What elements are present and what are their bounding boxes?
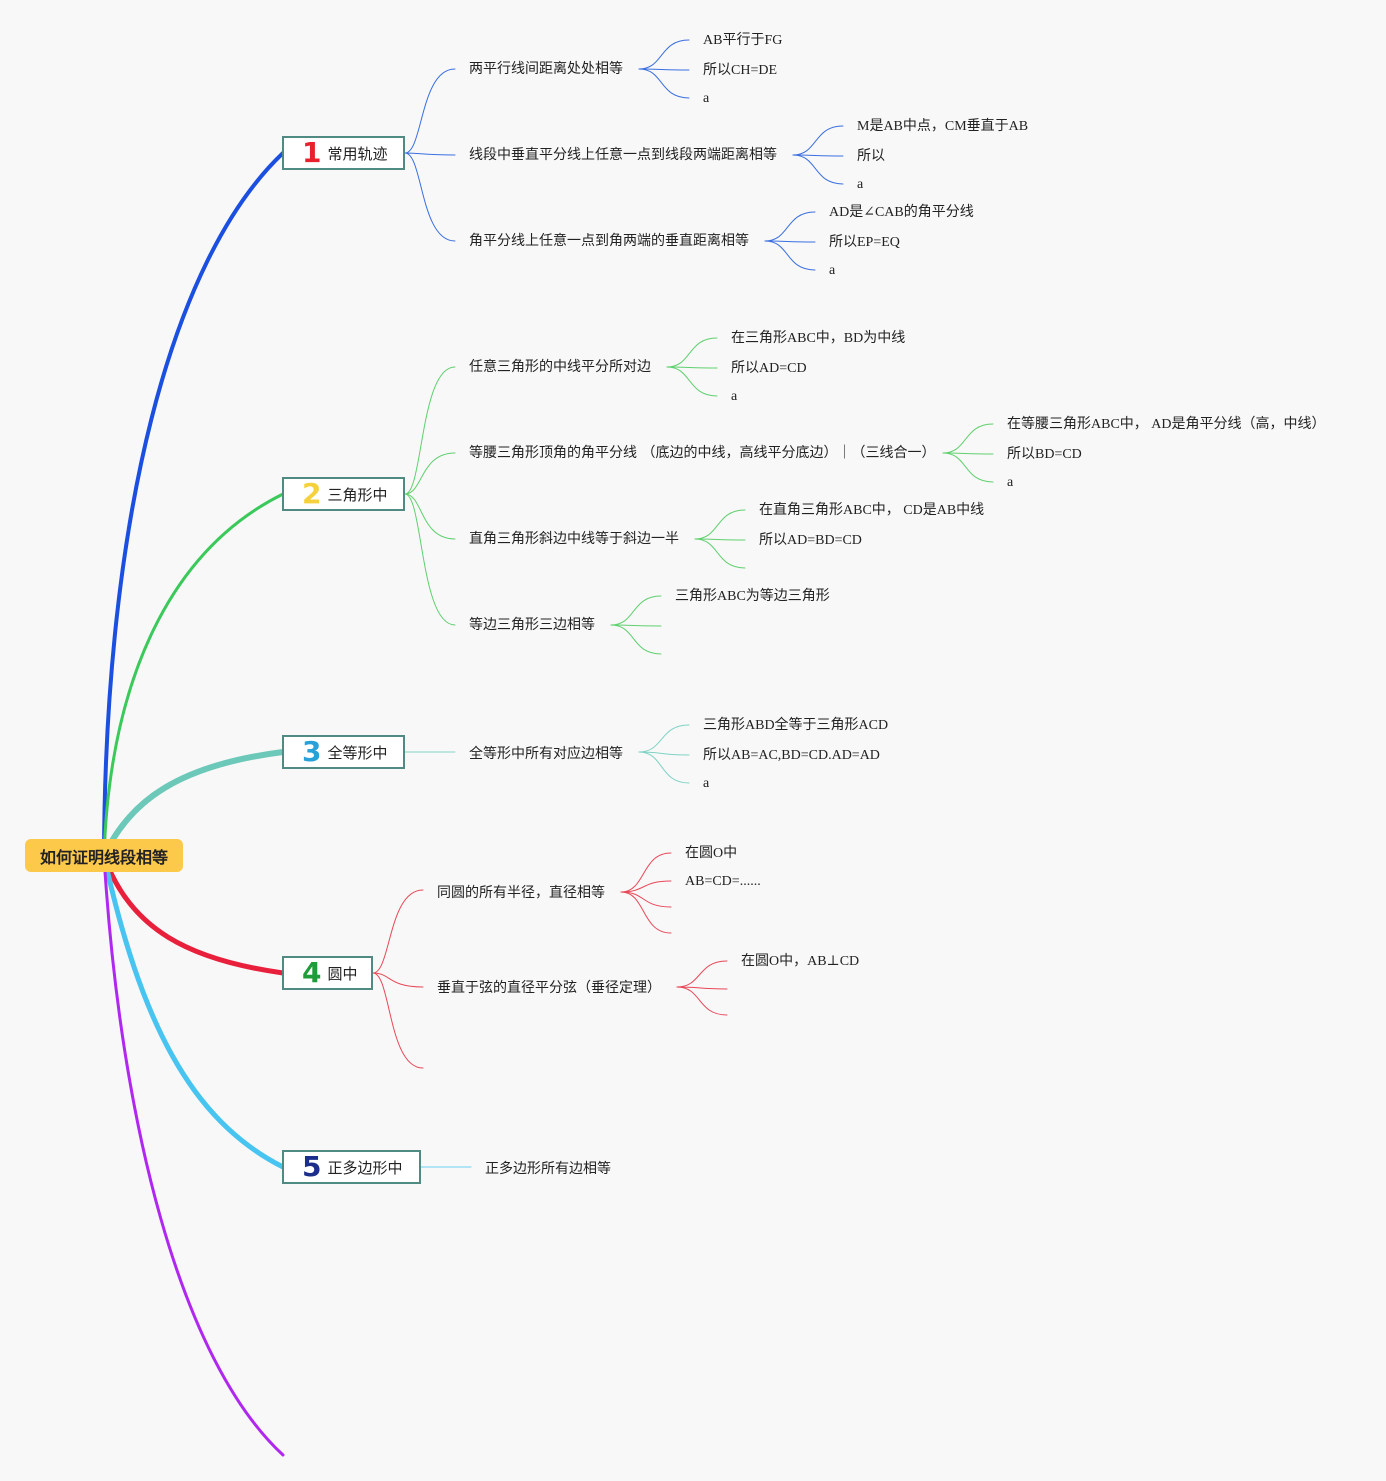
leaf-line-2-1-0 xyxy=(942,423,994,454)
branch-line-6 xyxy=(102,854,285,1457)
leaf-line-2-1-2 xyxy=(942,452,994,483)
leaf-node[interactable]: AB=CD=...... xyxy=(685,874,761,889)
subtopic-right-triangle[interactable]: 直角三角形斜边中线等于斜边一半 xyxy=(469,531,679,547)
leaf-line-2-0-0 xyxy=(666,337,718,368)
leaf-line-4-0-0 xyxy=(620,852,672,893)
leaf-node[interactable]: 所以AD=BD=CD xyxy=(759,533,862,548)
branch-line-5 xyxy=(101,853,286,1170)
leaf-node[interactable]: a xyxy=(703,91,710,106)
sub-line-2-2 xyxy=(404,493,456,540)
leaf-node[interactable]: 所以EP=EQ xyxy=(829,235,900,250)
leaf-node[interactable]: 在圆O中 xyxy=(685,846,738,861)
leaf-node[interactable]: 三角形ABC为等边三角形 xyxy=(675,589,830,604)
number-4-icon: 4 xyxy=(302,956,322,989)
leaf-node[interactable]: a xyxy=(731,389,738,404)
sub-line-2-1 xyxy=(404,452,456,495)
leaf-line-2-3-2 xyxy=(610,624,662,655)
leaf-node[interactable]: 所以 xyxy=(857,149,885,164)
leaf-line-4-0-1 xyxy=(620,880,672,893)
leaf-node[interactable]: 在直角三角形ABC中， CD是AB中线 xyxy=(759,503,985,518)
branch-common-locus[interactable]: 1 常用轨迹 xyxy=(282,136,405,170)
sub-line-4-1 xyxy=(372,972,424,988)
root-topic[interactable]: 如何证明线段相等 xyxy=(25,839,183,872)
branch-label: 常用轨迹 xyxy=(327,144,388,163)
subtopic-median[interactable]: 任意三角形的中线平分所对边 xyxy=(469,359,651,375)
leaf-node[interactable]: a xyxy=(703,776,710,791)
sub-line-4-0 xyxy=(372,889,424,974)
number-1-icon: 1 xyxy=(302,136,322,169)
leaf-node[interactable]: M是AB中点，CM垂直于AB xyxy=(857,119,1029,134)
sub-line-2-0 xyxy=(404,366,456,495)
leaf-line-1-1-2 xyxy=(792,154,844,185)
subtopic-congruent-sides[interactable]: 全等形中所有对应边相等 xyxy=(469,746,623,762)
leaf-line-1-1-0 xyxy=(792,125,844,156)
branch-label: 正多边形中 xyxy=(327,1158,403,1177)
subtopic-parallel-lines[interactable]: 两平行线间距离处处相等 xyxy=(469,61,623,77)
leaf-line-1-2-2 xyxy=(764,240,816,271)
branch-in-circle[interactable]: 4 圆中 xyxy=(282,956,373,990)
number-5-icon: 5 xyxy=(302,1150,322,1183)
sub-line-1-2 xyxy=(404,152,456,242)
leaf-line-4-0-3 xyxy=(620,891,672,934)
leaf-node[interactable]: a xyxy=(1007,475,1014,490)
leaf-line-1-0-0 xyxy=(638,39,690,70)
leaf-node[interactable]: 所以AD=CD xyxy=(731,361,807,376)
leaf-line-2-2-0 xyxy=(694,509,746,540)
subtopic-perpendicular-diameter[interactable]: 垂直于弦的直径平分弦（垂径定理） xyxy=(437,980,661,996)
leaf-line-1-0-2 xyxy=(638,68,690,99)
branch-congruent[interactable]: 3 全等形中 xyxy=(282,735,405,769)
subtopic-perpendicular-bisector[interactable]: 线段中垂直平分线上任意一点到线段两端距离相等 xyxy=(469,147,777,163)
leaf-node[interactable]: 三角形ABD全等于三角形ACD xyxy=(703,718,889,733)
leaf-node[interactable]: AB平行于FG xyxy=(703,33,783,48)
leaf-line-1-2-0 xyxy=(764,211,816,242)
leaf-node[interactable]: a xyxy=(857,177,864,192)
leaf-line-4-0-2 xyxy=(620,891,672,908)
subtopic-polygon-sides[interactable]: 正多边形所有边相等 xyxy=(485,1161,611,1177)
branch-line-4 xyxy=(101,853,286,976)
subtopic-angle-bisector[interactable]: 角平分线上任意一点到角两端的垂直距离相等 xyxy=(469,233,749,249)
leaf-node[interactable]: a xyxy=(829,263,836,278)
subtopic-isosceles[interactable]: 等腰三角形顶角的角平分线 （底边的中线，高线平分底边）｜（三线合一） xyxy=(469,445,936,461)
leaf-node[interactable]: 在等腰三角形ABC中， AD是角平分线（高，中线） xyxy=(1007,417,1326,432)
leaf-line-3-0-0 xyxy=(638,724,690,753)
leaf-line-4-1-0 xyxy=(676,960,728,988)
branch-line-1 xyxy=(102,151,285,858)
subtopic-equilateral[interactable]: 等边三角形三边相等 xyxy=(469,617,595,633)
leaf-node[interactable]: 所以CH=DE xyxy=(703,63,778,78)
branch-regular-polygon[interactable]: 5 正多边形中 xyxy=(282,1150,421,1184)
sub-line-2-3 xyxy=(404,493,456,626)
leaf-line-4-1-2 xyxy=(676,986,728,1016)
branch-label: 全等形中 xyxy=(327,743,388,762)
number-3-icon: 3 xyxy=(302,735,322,768)
leaf-node[interactable]: 在三角形ABC中，BD为中线 xyxy=(731,331,906,346)
leaf-line-2-0-2 xyxy=(666,366,718,397)
branch-line-2 xyxy=(102,492,285,858)
branch-line-3 xyxy=(101,749,286,859)
sub-line-4-2 xyxy=(372,972,424,1069)
subtopic-radii-equal[interactable]: 同圆的所有半径，直径相等 xyxy=(437,885,605,901)
root-topic-label: 如何证明线段相等 xyxy=(39,847,168,867)
number-2-icon: 2 xyxy=(302,477,322,510)
sub-line-1-1 xyxy=(404,152,456,156)
leaf-line-2-3-0 xyxy=(610,595,662,626)
leaf-line-3-0-2 xyxy=(638,751,690,784)
leaf-node[interactable]: 所以BD=CD xyxy=(1007,447,1082,462)
branch-label: 三角形中 xyxy=(327,485,388,504)
leaf-node[interactable]: 在圆O中，AB⊥CD xyxy=(741,954,860,969)
branch-label: 圆中 xyxy=(327,964,358,983)
leaf-node[interactable]: 所以AB=AC,BD=CD.AD=AD xyxy=(703,748,880,763)
leaf-line-2-2-2 xyxy=(694,538,746,569)
branch-in-triangles[interactable]: 2 三角形中 xyxy=(282,477,405,511)
sub-line-1-0 xyxy=(404,68,456,154)
leaf-node[interactable]: AD是∠CAB的角平分线 xyxy=(829,205,974,220)
